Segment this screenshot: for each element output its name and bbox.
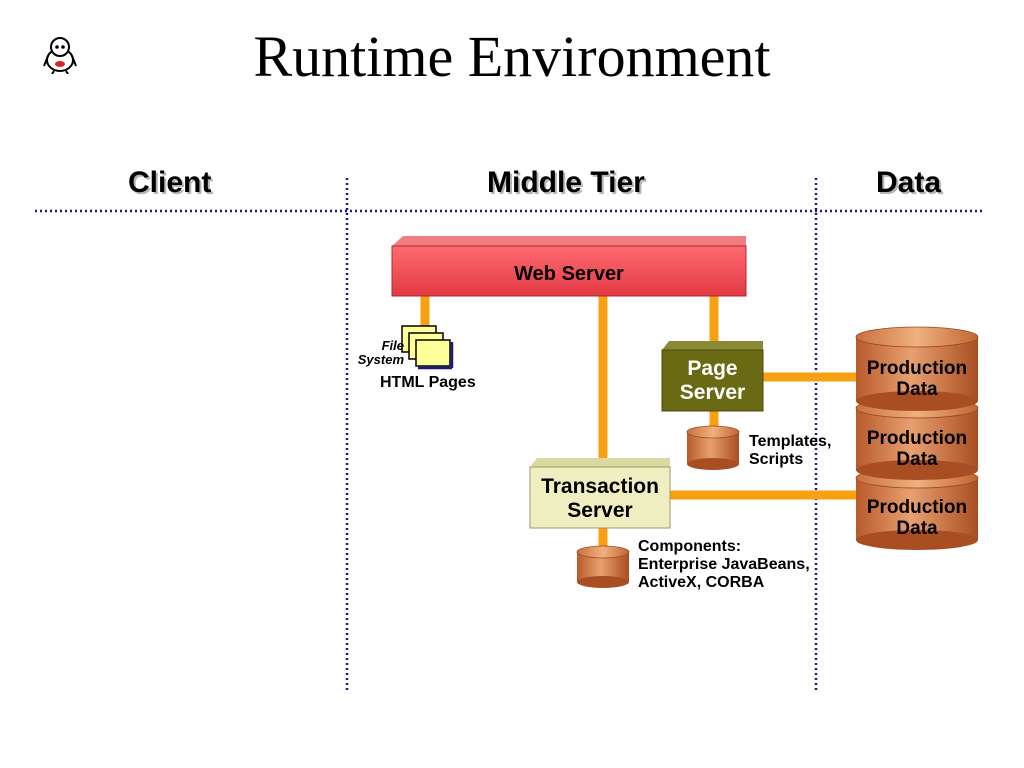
connectors [420, 296, 860, 552]
file-system-label-line1: File [381, 338, 404, 353]
column-header-data: Data [876, 166, 942, 199]
page-server-label-line1: Page [687, 357, 738, 380]
components-label-line1: Components: [638, 538, 742, 555]
production-data-label-2-line2: Data [896, 449, 938, 471]
file-system-label-line2: System [357, 352, 404, 367]
transaction-server-label-line1: Transaction [541, 475, 659, 498]
page-server-box [661, 341, 764, 412]
production-data-label-2-line1: Production [866, 428, 968, 449]
production-data-label-1-line2: Data [896, 379, 938, 401]
transaction-server-box [529, 458, 671, 529]
templates-label-line2: Scripts [749, 450, 804, 468]
production-data-label-2: Production Data [856, 428, 978, 471]
transaction-server-label-line2: Server [567, 498, 633, 522]
web-server-label: Web Server [514, 263, 624, 285]
page-server-label-line2: Server [679, 380, 746, 404]
html-pages-label: HTML Pages [380, 374, 476, 391]
production-data-database-2 [855, 397, 979, 480]
production-data-label-3-line1: Production [866, 497, 968, 518]
production-data-database-1 [855, 326, 979, 411]
templates-label-line1: Templates, [749, 433, 832, 450]
production-data-label-1: Production Data [856, 358, 978, 401]
templates-label: Templates, Scripts [749, 433, 831, 469]
production-data-label-3: Production Data [856, 497, 978, 540]
file-system-icon [401, 325, 454, 370]
components-label-line3: ActiveX, CORBA [638, 573, 765, 591]
web-server-box [391, 236, 747, 297]
production-data-label-3-line2: Data [896, 518, 938, 540]
cartoon-character-icon [40, 34, 80, 75]
components-label-line2: Enterprise JavaBeans, [638, 555, 810, 573]
components-database-icon [576, 545, 630, 588]
production-data-label-1-line1: Production [866, 358, 968, 379]
column-header-client: Client [128, 166, 212, 199]
file-system-label: File System [352, 339, 404, 367]
transaction-server-label: Transaction Server [530, 475, 670, 522]
components-label: Components: Enterprise JavaBeans, Active… [638, 538, 810, 592]
templates-database-icon [686, 425, 740, 470]
column-header-middle-tier: Middle Tier [487, 166, 645, 199]
page-server-label: Page Server [662, 357, 763, 404]
page-title: Runtime Environment [253, 24, 771, 89]
